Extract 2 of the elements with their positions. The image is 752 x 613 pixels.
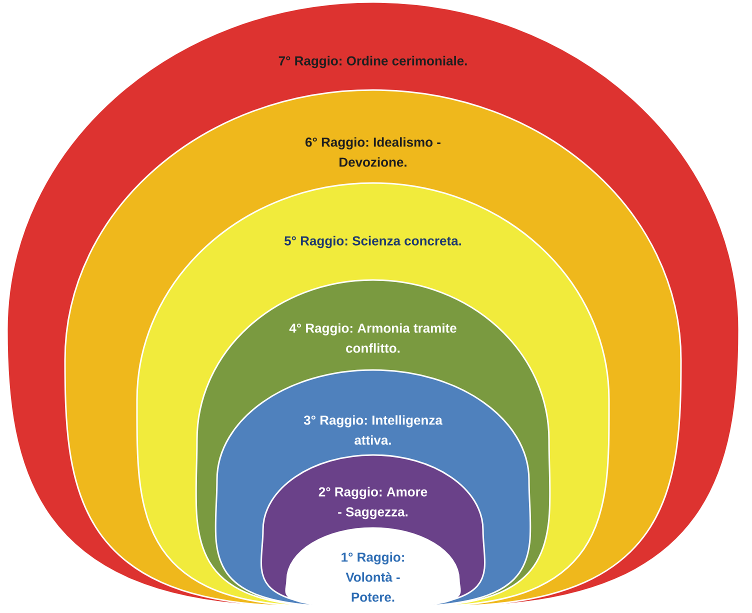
node-label: 1° Raggio: Volontà - Potere. xyxy=(342,552,404,602)
dome-band: 1° Raggio: Volontà - Potere. xyxy=(285,527,461,609)
